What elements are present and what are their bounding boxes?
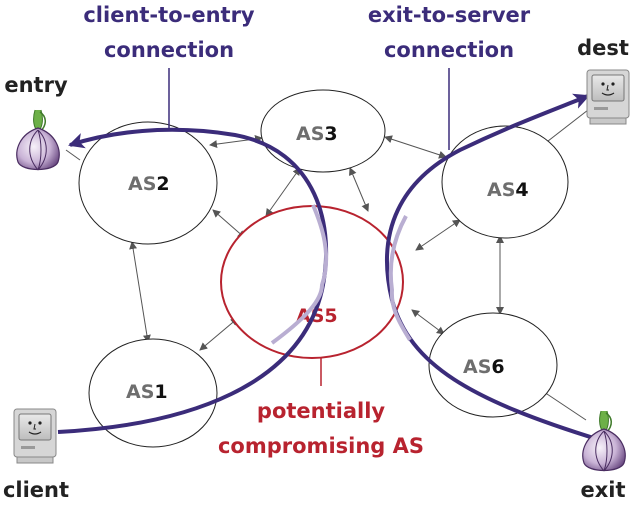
as6-label: AS6 [463, 356, 505, 378]
link-as5-as6 [411, 309, 445, 335]
entry-label: entry [4, 73, 68, 97]
exit-server-label-line1: exit-to-server [368, 3, 531, 27]
onion-icon [16, 109, 60, 171]
as-nodes [78, 89, 569, 448]
client-to-entry-path [57, 127, 329, 434]
compromising-label-line2: compromising AS [218, 434, 424, 458]
computer-icon [586, 69, 630, 125]
exit-label: exit [580, 478, 625, 502]
link-as3-as5-right [349, 167, 369, 212]
node-as1 [88, 338, 218, 448]
link-as5-as1 [199, 317, 239, 351]
link-as6-exit [543, 391, 587, 421]
link-as3-as5-left [265, 167, 301, 217]
as1-label: AS1 [126, 381, 168, 403]
exit-to-server-path [385, 93, 601, 442]
client-entry-label-line2: connection [104, 38, 234, 62]
link-as2-as5 [212, 209, 246, 239]
as2-label: AS2 [128, 173, 170, 195]
exit-server-overlap [388, 215, 412, 342]
client-label: client [3, 478, 69, 502]
node-as2 [78, 121, 218, 245]
link-as2-as1 [129, 241, 151, 343]
dest-label: dest [577, 36, 629, 60]
compromising-label-line1: potentially [257, 399, 385, 423]
client-entry-overlap [270, 204, 329, 345]
as-labels: AS2 AS3 AS4 AS1 AS6 AS5 [126, 123, 529, 403]
exit-server-label-line2: connection [384, 38, 514, 62]
onion-icon [582, 410, 626, 472]
node-as3 [260, 89, 386, 173]
link-as4-as5 [415, 219, 461, 251]
client-entry-label-line1: client-to-entry [83, 3, 255, 27]
node-as5 [220, 205, 404, 359]
computer-icon [13, 408, 57, 464]
link-entry-as2 [65, 149, 81, 161]
link-as3-as4 [384, 135, 447, 159]
node-as6 [428, 312, 558, 418]
as4-label: AS4 [487, 179, 529, 201]
node-as4 [441, 125, 569, 239]
as3-label: AS3 [296, 123, 338, 145]
